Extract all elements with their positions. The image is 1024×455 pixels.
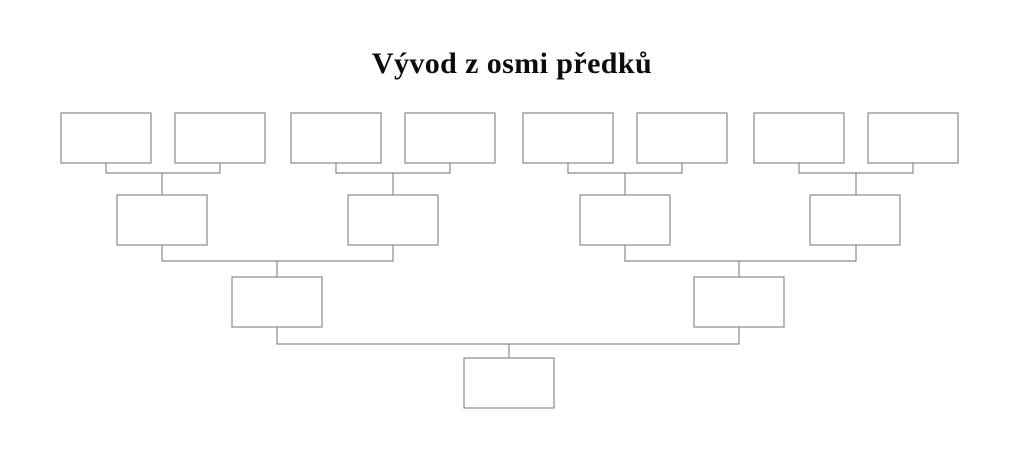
- ancestor-box-g1-4[interactable]: [404, 112, 496, 164]
- ancestor-box-rect[interactable]: [463, 357, 555, 409]
- ancestor-box-rect[interactable]: [867, 112, 959, 164]
- ancestor-box-g3-1[interactable]: [231, 276, 323, 328]
- tree-connector: [624, 245, 857, 277]
- ancestor-box-rect[interactable]: [347, 194, 439, 246]
- tree-connector: [798, 163, 914, 195]
- tree-connector: [567, 163, 683, 195]
- ancestor-box-g3-2[interactable]: [693, 276, 785, 328]
- ancestor-box-g1-6[interactable]: [636, 112, 728, 164]
- ancestor-box-g2-2[interactable]: [347, 194, 439, 246]
- ancestor-box-rect[interactable]: [174, 112, 266, 164]
- ancestor-box-rect[interactable]: [693, 276, 785, 328]
- ancestor-box-g4-1[interactable]: [463, 357, 555, 409]
- ancestor-box-g1-5[interactable]: [522, 112, 614, 164]
- ancestor-box-rect[interactable]: [404, 112, 496, 164]
- page-title: Vývod z osmi předků: [371, 47, 653, 80]
- ancestor-box-rect[interactable]: [753, 112, 845, 164]
- tree-connector: [335, 163, 451, 195]
- ancestor-box-rect[interactable]: [60, 112, 152, 164]
- ancestor-box-g1-7[interactable]: [753, 112, 845, 164]
- ancestor-box-rect[interactable]: [290, 112, 382, 164]
- ancestor-box-g2-1[interactable]: [116, 194, 208, 246]
- tree-connector: [105, 163, 221, 195]
- tree-connector: [276, 327, 740, 358]
- ancestor-box-g2-4[interactable]: [809, 194, 901, 246]
- ancestor-box-g1-3[interactable]: [290, 112, 382, 164]
- tree-connector: [161, 245, 394, 277]
- ancestor-box-g1-8[interactable]: [867, 112, 959, 164]
- ancestor-box-g1-1[interactable]: [60, 112, 152, 164]
- connectors-layer: [105, 163, 914, 358]
- ancestor-box-rect[interactable]: [636, 112, 728, 164]
- ancestor-box-rect[interactable]: [116, 194, 208, 246]
- ancestor-box-g1-2[interactable]: [174, 112, 266, 164]
- ancestor-box-rect[interactable]: [579, 194, 671, 246]
- nodes-layer: [60, 112, 959, 409]
- ancestor-box-rect[interactable]: [809, 194, 901, 246]
- ancestor-box-g2-3[interactable]: [579, 194, 671, 246]
- ancestor-box-rect[interactable]: [231, 276, 323, 328]
- ancestor-box-rect[interactable]: [522, 112, 614, 164]
